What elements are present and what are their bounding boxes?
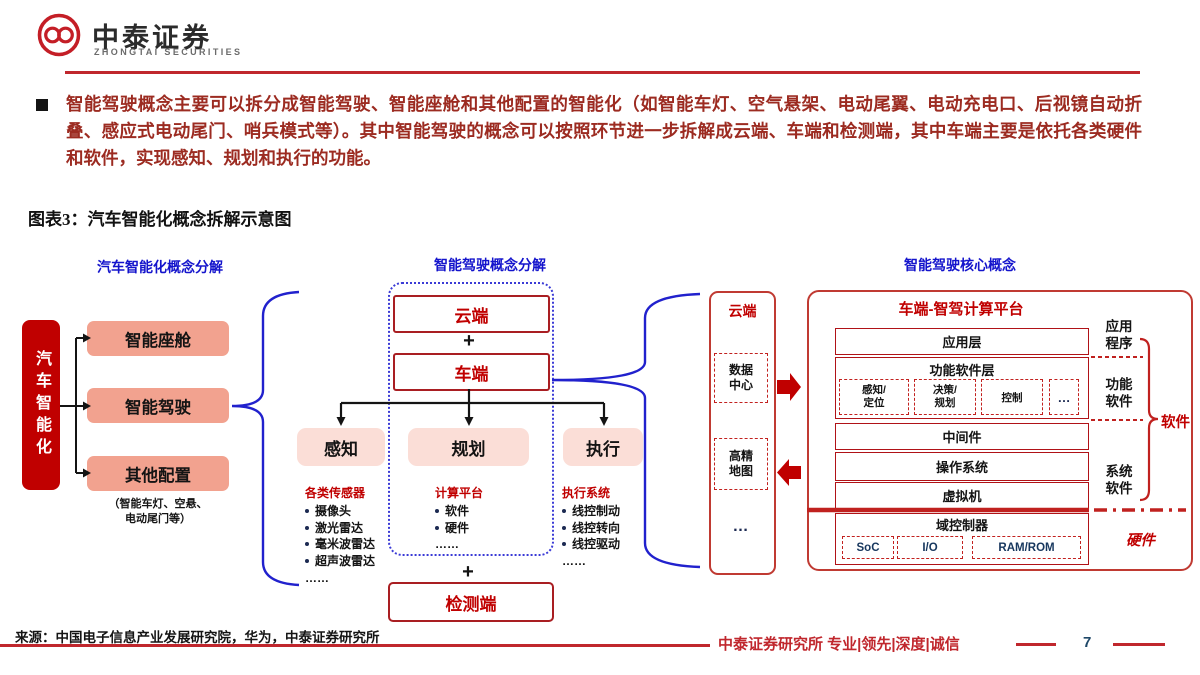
- node-detection-side: 检测端: [388, 582, 554, 622]
- node-vehicle-side: 车端: [393, 353, 550, 391]
- footer-slogan: 中泰证券研究所 专业|领先|深度|诚信: [718, 636, 960, 653]
- actuation-list-title: 执行系统: [562, 486, 611, 500]
- cloud-platform-arrows: [777, 373, 801, 486]
- plus-sign-2: +: [462, 561, 474, 583]
- page-number: 7: [1083, 634, 1092, 651]
- compute-list-title: 计算平台: [435, 486, 484, 500]
- bullet-dot: [435, 508, 439, 513]
- list-item: 线控转向: [562, 520, 662, 537]
- node-smart-driving: 智能驾驶: [87, 388, 229, 423]
- label-software: 软件: [1161, 415, 1190, 431]
- cloud-column-box: 云端: [709, 291, 776, 575]
- bullet-dot: [305, 542, 309, 547]
- domain-controller-title: 域控制器: [935, 518, 988, 533]
- node-smart-cockpit: 智能座舱: [87, 321, 229, 356]
- layer-virtual-machine: 虚拟机: [835, 482, 1089, 509]
- layer-middleware: 中间件: [835, 423, 1089, 450]
- footer-line-left: [0, 644, 710, 647]
- functional-layer-title: 功能软件层: [929, 363, 995, 378]
- list-item: 毫米波雷达: [305, 536, 415, 553]
- source-line: 来源：中国电子信息产业发展研究院，华为，中泰证券研究所: [15, 630, 380, 645]
- node-perception: 感知: [297, 428, 385, 466]
- logo-name-en: ZHONGTAI SECURITIES: [94, 47, 243, 57]
- node-data-center: 数据 中心: [714, 353, 768, 403]
- logo-name-cn: 中泰证券: [92, 23, 212, 54]
- sensor-list-title: 各类传感器: [305, 486, 366, 500]
- list-item: 激光雷达: [305, 520, 415, 537]
- compute-list: 计算平台 软件 硬件 ……: [435, 485, 525, 553]
- list-item: 摄像头: [305, 503, 415, 520]
- node-other-config: 其他配置: [87, 456, 229, 491]
- node-execution: 执行: [563, 428, 643, 466]
- cloud-column-title: 云端: [728, 303, 757, 319]
- chip-soc: SoC: [842, 536, 894, 559]
- left-blue-brace: [231, 290, 300, 587]
- bullet-dot: [305, 508, 309, 513]
- list-item: 线控制动: [562, 503, 662, 520]
- label-system-software: 系统 软件: [1105, 464, 1133, 496]
- bullet-dot: [562, 508, 566, 513]
- arrow-left-icon: [777, 459, 801, 486]
- zhongtai-logo-icon: [36, 12, 82, 58]
- list-more: ……: [305, 570, 329, 585]
- bullet-dot: [305, 559, 309, 564]
- chip-ram-rom: RAM/ROM: [972, 536, 1081, 559]
- arrow-right-icon: [777, 373, 801, 401]
- node-hd-map: 高精 地图: [714, 438, 768, 490]
- list-more: ……: [435, 537, 459, 552]
- label-hardware: 硬件: [1126, 533, 1155, 549]
- platform-title: 车端-智驾计算平台: [898, 301, 1024, 318]
- module-control: 控制: [981, 379, 1043, 415]
- cloud-ellipsis: …: [732, 518, 749, 535]
- chip-io: I/O: [897, 536, 963, 559]
- list-item: 超声波雷达: [305, 553, 415, 570]
- header-divider-line: [65, 71, 1140, 74]
- module-decision-planning: 决策/ 规划: [914, 379, 976, 415]
- list-item: 线控驱动: [562, 536, 662, 553]
- label-functional-software: 功能 软件: [1105, 377, 1133, 409]
- middle-section-header: 智能驾驶概念分解: [434, 257, 546, 273]
- list-more: ……: [562, 554, 586, 569]
- actuation-list: 执行系统 线控制动 线控转向 线控驱动 ……: [562, 485, 662, 570]
- module-ellipsis: …: [1049, 379, 1079, 415]
- footer-line-right: [1113, 643, 1165, 646]
- figure-title: 图表3：汽车智能化概念拆解示意图: [28, 210, 292, 229]
- node-planning: 规划: [408, 428, 529, 466]
- layer-os: 操作系统: [835, 452, 1089, 481]
- intro-paragraph: 智能驾驶概念主要可以拆分成智能驾驶、智能座舱和其他配置的智能化（如智能车灯、空气…: [66, 94, 1142, 168]
- root-box-auto-intelligence: 汽车智能化: [22, 320, 60, 490]
- bullet-dot: [562, 542, 566, 547]
- sensor-list: 各类传感器 摄像头 激光雷达 毫米波雷达 超声波雷达 ……: [305, 485, 415, 587]
- node-cloud-side: 云端: [393, 295, 550, 333]
- left-tree-connector: [60, 337, 84, 474]
- bullet-dot: [435, 525, 439, 530]
- bullet-dot: [305, 525, 309, 530]
- bullet-square: [36, 99, 48, 111]
- label-application-program: 应用 程序: [1105, 319, 1133, 351]
- bullet-dot: [562, 525, 566, 530]
- module-perception-localization: 感知/ 定位: [839, 379, 909, 415]
- left-section-header: 汽车智能化概念分解: [97, 259, 223, 275]
- right-section-header: 智能驾驶核心概念: [904, 257, 1016, 273]
- other-config-note: （智能车灯、空悬、 电动尾门等）: [108, 498, 208, 525]
- list-item: 硬件: [435, 520, 525, 537]
- plus-sign-1: +: [463, 330, 475, 352]
- footer-line-mid: [1016, 643, 1056, 646]
- list-item: 软件: [435, 503, 525, 520]
- layer-application: 应用层: [835, 328, 1089, 355]
